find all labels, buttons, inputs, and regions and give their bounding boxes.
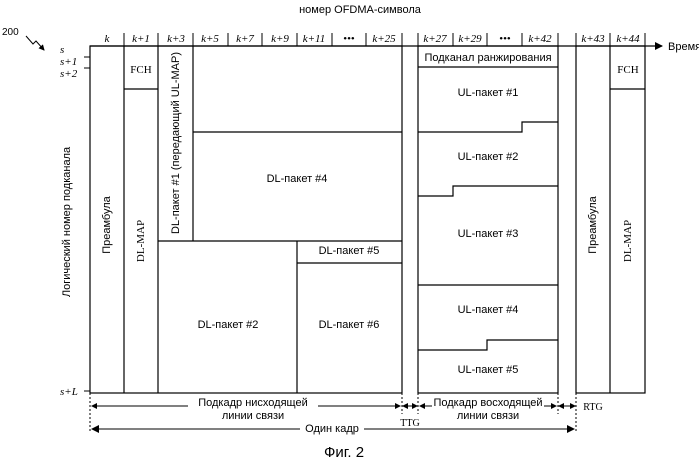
- row-label-sL: s+L: [60, 386, 78, 398]
- col-label-k: k: [105, 33, 111, 45]
- top-axis-label: номер OFDMA-символа: [299, 4, 422, 16]
- row-label-s2: s+2: [60, 68, 78, 80]
- ul-burst1-bottom: [418, 122, 558, 132]
- row-label-s1: s+1: [60, 56, 77, 68]
- col-label-k43: k+43: [581, 33, 605, 45]
- col-label-k42: k+42: [528, 33, 552, 45]
- col-label-k25: k+25: [372, 33, 396, 45]
- column-labels: k k+1 k+3 k+5 k+7 k+9 k+11 ••• k+25 k+27…: [105, 33, 641, 45]
- col-label-k5: k+5: [201, 33, 219, 45]
- time-label: Время: [668, 41, 699, 53]
- col-label-k3: k+3: [167, 33, 185, 45]
- col-label-dots2: •••: [499, 33, 511, 45]
- dl-burst2: DL-пакет #2: [198, 319, 259, 331]
- ul-burst1: UL-пакет #1: [458, 87, 519, 99]
- frame-label: Один кадр: [305, 423, 359, 435]
- figure-number-pointer: [26, 36, 44, 50]
- col-label-k11: k+11: [303, 33, 326, 45]
- dlmap-right: DL-MAP: [622, 220, 634, 262]
- rtg-label: RTG: [583, 402, 602, 413]
- dlmap-left: DL-MAP: [135, 220, 147, 262]
- row-label-s: s: [60, 44, 64, 56]
- ul-burst4: UL-пакет #4: [458, 304, 519, 316]
- col-label-k7: k+7: [236, 33, 254, 45]
- preamble-right: Преамбула: [587, 195, 599, 253]
- dl-subframe-label-line2: линии связи: [222, 410, 284, 422]
- ul-burst4-bottom: [418, 340, 558, 350]
- ttg-label: TTG: [400, 418, 419, 429]
- dl-burst1: DL-пакет #1 (передающий UL-MAP): [170, 52, 182, 234]
- ul-burst2: UL-пакет #2: [458, 151, 519, 163]
- col-label-k1: k+1: [132, 33, 150, 45]
- col-label-k44: k+44: [616, 33, 640, 45]
- dl-burst5: DL-пакет #5: [319, 245, 380, 257]
- ul-burst2-bottom: [418, 186, 558, 196]
- fch-right: FCH: [617, 64, 638, 76]
- col-label-k29: k+29: [458, 33, 482, 45]
- dl-subframe-label-line1: Подкадр нисходящей: [198, 397, 308, 409]
- dl-burst4: DL-пакет #4: [267, 173, 328, 185]
- ul-burst3: UL-пакет #3: [458, 228, 519, 240]
- figure-caption: Фиг. 2: [324, 444, 364, 461]
- ul-burst5: UL-пакет #5: [458, 364, 519, 376]
- col-label-dots1: •••: [343, 33, 355, 45]
- y-axis-label: Логический номер подканала: [61, 146, 73, 297]
- preamble-left: Преамбула: [101, 195, 113, 253]
- ranging-subchannel: Подканал ранжирования: [424, 52, 551, 64]
- row-ticks: [84, 57, 90, 391]
- dl-subframe-box: [90, 46, 402, 393]
- fch-left: FCH: [130, 64, 151, 76]
- ul-subframe-label-line2: линии связи: [457, 410, 519, 422]
- ul-subframe-label-line1: Подкадр восходящей: [433, 397, 542, 409]
- dl-burst6: DL-пакет #6: [319, 319, 380, 331]
- col-label-k27: k+27: [423, 33, 447, 45]
- figure-number: 200: [2, 27, 19, 38]
- col-label-k9: k+9: [271, 33, 289, 45]
